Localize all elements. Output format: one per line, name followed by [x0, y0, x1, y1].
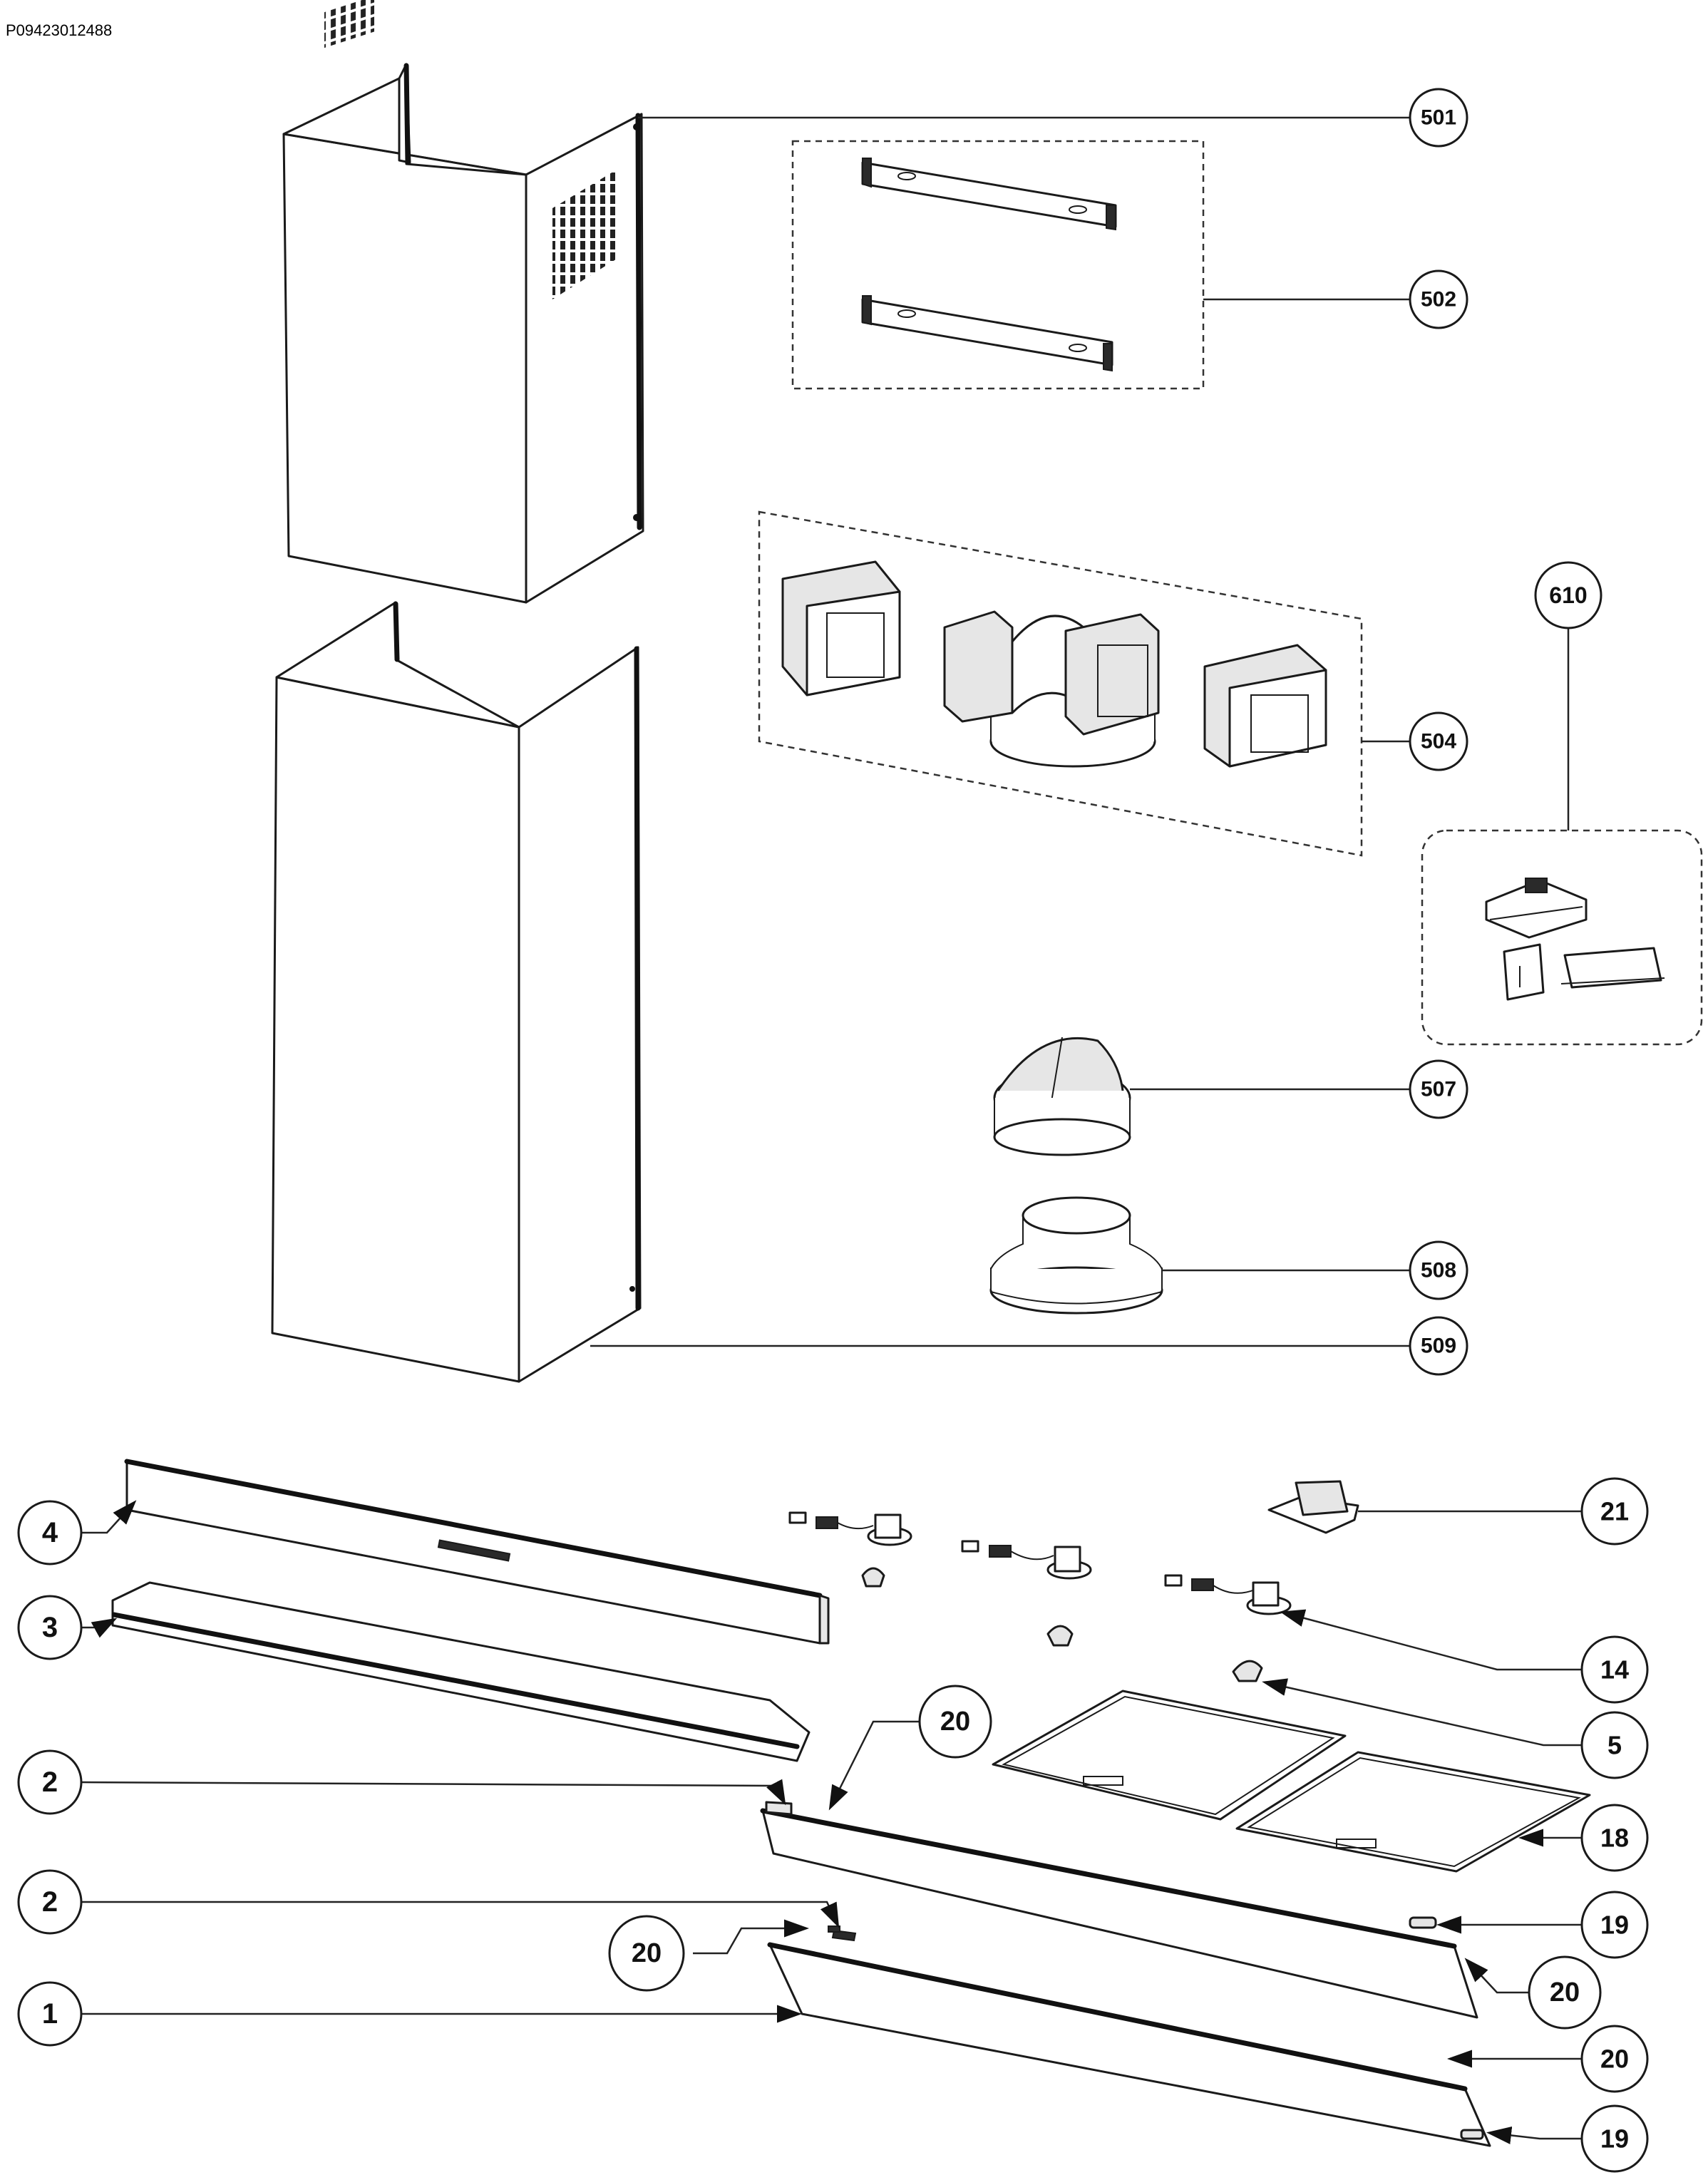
side-panel-2	[760, 1801, 1478, 2019]
bracket-upper	[861, 158, 1117, 231]
callout-circle	[918, 1685, 992, 1759]
non-return-valve	[993, 1037, 1131, 1156]
clip-kit-group	[1421, 829, 1703, 1046]
callout-20a: 20	[918, 1685, 992, 1759]
bracket-lower	[861, 295, 1113, 372]
lamp-holder-1	[788, 1511, 912, 1588]
lamp-holder-2	[961, 1540, 1092, 1647]
end-cap-lower	[1460, 2129, 1484, 2140]
clip-small	[1503, 943, 1545, 1001]
callout-circle	[1409, 269, 1468, 329]
callout-label: 508	[1421, 1259, 1456, 1282]
callout-circle	[17, 1981, 83, 2047]
mounting-brackets-group	[791, 140, 1205, 390]
callout-circle	[1528, 1955, 1602, 2030]
callout-5: 5	[1580, 1711, 1649, 1779]
callout-circle	[1580, 1711, 1649, 1779]
duct-reducer	[989, 1196, 1163, 1315]
callout-label: 21	[1600, 1497, 1629, 1526]
leader-lines	[79, 116, 1583, 2144]
callout-circle	[608, 1915, 685, 1992]
upper-chimney-cover	[282, 0, 644, 604]
front-panel-1	[767, 1929, 1491, 2147]
callout-circle	[1580, 1804, 1649, 1872]
duct-adapter-right	[1203, 644, 1327, 768]
end-cap-upper	[1409, 1916, 1437, 1929]
grease-filter-right	[1235, 1751, 1591, 1873]
callout-circle	[1580, 2104, 1649, 2173]
callout-2b: 2	[17, 1869, 83, 1935]
front-panel-4	[124, 1459, 830, 1645]
callout-label: 3	[42, 1612, 58, 1643]
callout-label: 20	[940, 1707, 970, 1737]
callout-501: 501	[1409, 88, 1468, 148]
callout-507: 507	[1409, 1059, 1468, 1119]
callout-circle	[1580, 1891, 1649, 1959]
callout-20d: 20	[1580, 2025, 1649, 2093]
callout-circle	[1580, 1635, 1649, 1704]
callout-circle	[17, 1500, 83, 1565]
callout-504: 504	[1409, 711, 1468, 771]
callout-circle	[1409, 88, 1468, 148]
callout-label: 502	[1421, 288, 1456, 312]
callout-label: 501	[1421, 106, 1456, 130]
callout-label: 14	[1600, 1655, 1629, 1685]
callout-2a: 2	[17, 1749, 83, 1815]
callout-18: 18	[1580, 1804, 1649, 1872]
callout-label: 504	[1421, 730, 1456, 754]
callout-1: 1	[17, 1981, 83, 2047]
callout-label: 19	[1600, 2124, 1629, 2154]
callout-label: 4	[42, 1517, 58, 1548]
callout-circle	[17, 1869, 83, 1935]
callout-circle	[1580, 2025, 1649, 2093]
callout-label: 1	[42, 1998, 58, 2030]
clip-assembly-top	[1485, 878, 1588, 939]
callout-508: 508	[1409, 1240, 1468, 1300]
callout-circle	[17, 1595, 83, 1660]
callout-20c: 20	[1528, 1955, 1602, 2030]
lamp-holder-3	[1164, 1574, 1292, 1682]
callout-14: 14	[1580, 1635, 1649, 1704]
callout-20b: 20	[608, 1915, 685, 1992]
callout-label: 20	[1550, 1978, 1580, 2007]
duct-adapters-group	[758, 510, 1363, 857]
callout-circle	[1409, 1316, 1468, 1376]
callout-circle	[1409, 1240, 1468, 1300]
callout-509: 509	[1409, 1316, 1468, 1376]
callout-label: 18	[1600, 1824, 1629, 1853]
callout-502: 502	[1409, 269, 1468, 329]
callout-19b: 19	[1580, 2104, 1649, 2173]
duct-adapter-center	[943, 610, 1160, 768]
clip-long	[1560, 947, 1665, 989]
callout-label: 507	[1421, 1078, 1456, 1101]
callout-label: 20	[1600, 2045, 1629, 2074]
callout-circle	[17, 1749, 83, 1815]
callout-21: 21	[1580, 1477, 1649, 1546]
callout-4: 4	[17, 1500, 83, 1565]
callout-circle	[1534, 561, 1602, 629]
callout-circle	[1409, 711, 1468, 771]
callout-label: 2	[42, 1886, 58, 1918]
callout-19a: 19	[1580, 1891, 1649, 1959]
lower-chimney-cover	[271, 601, 642, 1383]
callout-label: 509	[1421, 1335, 1456, 1358]
callout-circle	[1409, 1059, 1468, 1119]
duct-adapter-left	[781, 560, 901, 696]
callout-circle	[1580, 1477, 1649, 1546]
callout-labels: 5015025046105075085094322120202020211451…	[17, 88, 1649, 2173]
callout-label: 20	[632, 1938, 662, 1968]
document-id: P09423012488	[6, 21, 113, 39]
callout-label: 2	[42, 1767, 58, 1798]
screw-1	[828, 1925, 840, 1933]
callout-label: 610	[1549, 582, 1587, 608]
callout-3: 3	[17, 1595, 83, 1660]
callout-label: 5	[1607, 1731, 1622, 1760]
callout-610: 610	[1534, 561, 1602, 629]
callout-label: 19	[1600, 1911, 1629, 1940]
electronic-module	[1267, 1480, 1359, 1534]
grease-filter-left	[992, 1690, 1347, 1821]
